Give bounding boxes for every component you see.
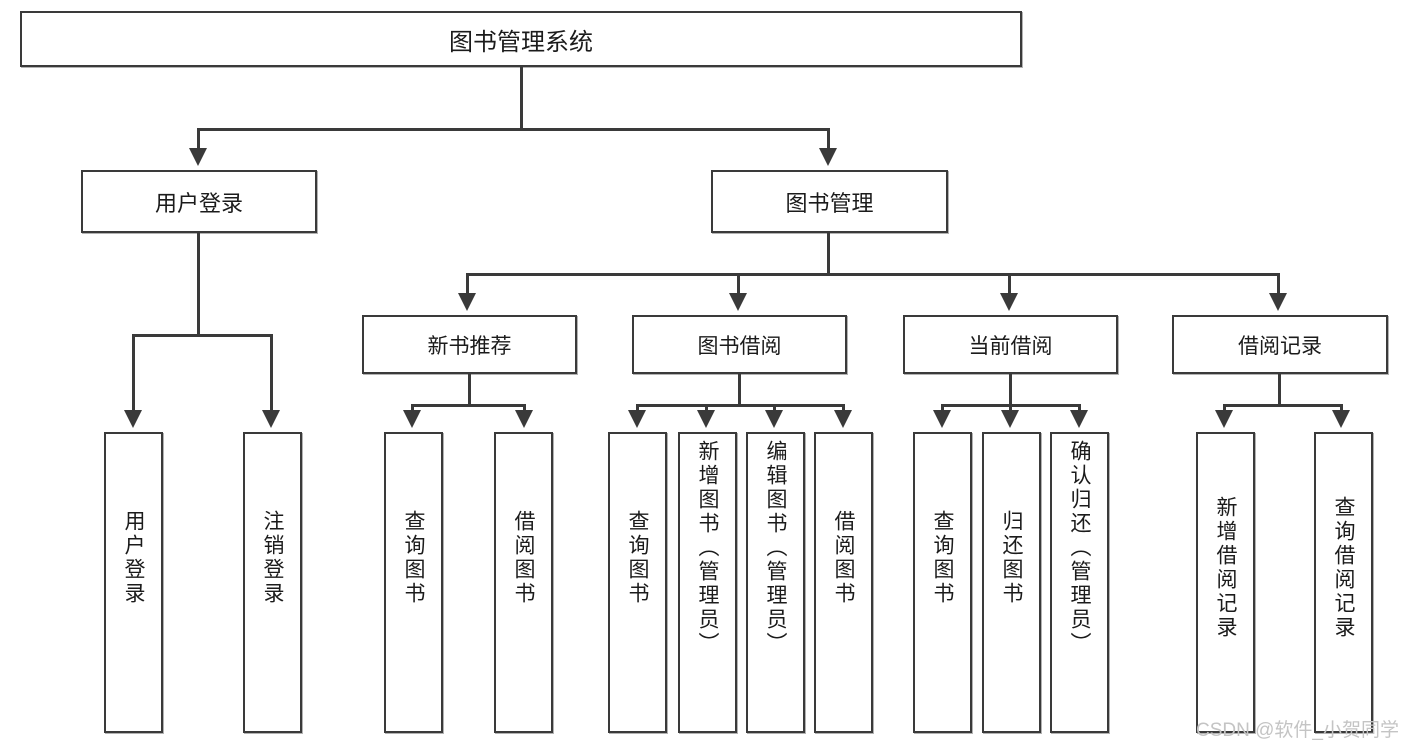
leaf-user-login-logout[interactable]: 注销登录 xyxy=(243,432,302,733)
arrow-book-mgmt-to-current xyxy=(1000,293,1018,311)
connector-root-to-user-login xyxy=(197,128,200,150)
leaf-book-borrow-edit[interactable]: 编辑图书（管理员） xyxy=(746,432,805,733)
connector-new-book-to-leaf-1 xyxy=(411,404,414,412)
connector-current-borrow-stem xyxy=(1009,374,1012,406)
connector-current-borrow-to-leaf-2 xyxy=(1009,404,1012,412)
node-borrow-record[interactable]: 借阅记录 xyxy=(1172,315,1388,374)
connector-new-book-to-leaf-2 xyxy=(523,404,526,412)
arrow-current-borrow-to-leaf-2 xyxy=(1001,410,1019,428)
connector-user-login-to-leaf-2 xyxy=(270,334,273,412)
leaf-new-book-query[interactable]: 查询图书 xyxy=(384,432,443,733)
node-book-management[interactable]: 图书管理 xyxy=(711,170,948,233)
arrow-book-mgmt-to-borrow xyxy=(729,293,747,311)
leaf-current-borrow-query[interactable]: 查询图书 xyxy=(913,432,972,733)
node-label: 编辑图书（管理员） xyxy=(764,440,787,656)
node-label: 查询图书 xyxy=(402,510,425,606)
node-user-login[interactable]: 用户登录 xyxy=(81,170,317,233)
connector-user-login-stem xyxy=(197,233,200,336)
connector-book-mgmt-bus xyxy=(466,273,1280,276)
connector-book-borrow-to-leaf-1 xyxy=(636,404,639,412)
connector-borrow-record-stem xyxy=(1278,374,1281,406)
node-label: 新增借阅记录 xyxy=(1214,496,1237,640)
connector-new-book-stem xyxy=(468,374,471,406)
leaf-user-login-login[interactable]: 用户登录 xyxy=(104,432,163,733)
arrow-book-mgmt-to-record xyxy=(1269,293,1287,311)
arrow-user-login-to-leaf-2 xyxy=(262,410,280,428)
node-label: 借阅记录 xyxy=(1238,334,1322,358)
arrow-book-borrow-to-leaf-4 xyxy=(834,410,852,428)
connector-book-mgmt-to-new-book xyxy=(466,273,469,295)
connector-borrow-record-to-leaf-1 xyxy=(1223,404,1226,412)
connector-book-borrow-stem xyxy=(738,374,741,406)
connector-user-login-to-leaf-1 xyxy=(132,334,135,412)
node-label: 新增图书（管理员） xyxy=(696,440,719,656)
arrow-current-borrow-to-leaf-3 xyxy=(1070,410,1088,428)
connector-book-borrow-to-leaf-3 xyxy=(773,404,776,412)
node-label: 查询图书 xyxy=(931,510,954,606)
connector-borrow-record-to-leaf-2 xyxy=(1340,404,1343,412)
node-book-borrow[interactable]: 图书借阅 xyxy=(632,315,847,374)
connector-borrow-record-bus xyxy=(1223,404,1341,407)
node-label: 注销登录 xyxy=(261,510,284,606)
node-label: 新书推荐 xyxy=(427,334,512,358)
node-label: 图书管理系统 xyxy=(449,28,593,56)
arrow-borrow-record-to-leaf-1 xyxy=(1215,410,1233,428)
node-label: 借阅图书 xyxy=(512,510,535,606)
connector-book-borrow-to-leaf-2 xyxy=(705,404,708,412)
leaf-book-borrow-query[interactable]: 查询图书 xyxy=(608,432,667,733)
connector-book-mgmt-to-current xyxy=(1008,273,1011,295)
leaf-current-borrow-confirm[interactable]: 确认归还（管理员） xyxy=(1050,432,1109,733)
connector-book-borrow-to-leaf-4 xyxy=(842,404,845,412)
arrow-book-borrow-to-leaf-2 xyxy=(697,410,715,428)
node-label: 图书借阅 xyxy=(697,334,782,358)
node-label: 当前借阅 xyxy=(968,334,1053,358)
arrow-book-borrow-to-leaf-3 xyxy=(765,410,783,428)
connector-user-login-bus xyxy=(132,334,272,337)
leaf-book-borrow-add[interactable]: 新增图书（管理员） xyxy=(678,432,737,733)
arrow-root-to-user-login xyxy=(189,148,207,166)
connector-book-mgmt-to-borrow xyxy=(737,273,740,295)
node-root-system[interactable]: 图书管理系统 xyxy=(20,11,1022,67)
node-label: 确认归还（管理员） xyxy=(1068,440,1091,656)
node-label: 归还图书 xyxy=(1000,510,1023,606)
node-label: 查询图书 xyxy=(626,510,649,606)
node-label: 用户登录 xyxy=(122,510,145,606)
connector-root-to-book-mgmt xyxy=(827,128,830,150)
arrow-book-borrow-to-leaf-1 xyxy=(628,410,646,428)
arrow-borrow-record-to-leaf-2 xyxy=(1332,410,1350,428)
leaf-new-book-borrow[interactable]: 借阅图书 xyxy=(494,432,553,733)
node-current-borrow[interactable]: 当前借阅 xyxy=(903,315,1118,374)
arrow-new-book-to-leaf-1 xyxy=(403,410,421,428)
leaf-borrow-record-query[interactable]: 查询借阅记录 xyxy=(1314,432,1373,733)
connector-root-bus xyxy=(197,128,829,131)
node-label: 查询借阅记录 xyxy=(1332,496,1355,640)
connector-book-mgmt-stem xyxy=(827,233,830,275)
leaf-current-borrow-return[interactable]: 归还图书 xyxy=(982,432,1041,733)
node-label: 用户登录 xyxy=(154,190,243,216)
connector-current-borrow-to-leaf-3 xyxy=(1078,404,1081,412)
arrow-new-book-to-leaf-2 xyxy=(515,410,533,428)
connector-current-borrow-to-leaf-1 xyxy=(941,404,944,412)
leaf-book-borrow-borrow[interactable]: 借阅图书 xyxy=(814,432,873,733)
node-label: 图书管理 xyxy=(785,190,874,216)
arrow-root-to-book-mgmt xyxy=(819,148,837,166)
leaf-borrow-record-add[interactable]: 新增借阅记录 xyxy=(1196,432,1255,733)
arrow-book-mgmt-to-new-book xyxy=(458,293,476,311)
connector-book-borrow-bus xyxy=(636,404,844,407)
connector-root-stem xyxy=(520,67,523,129)
arrow-user-login-to-leaf-1 xyxy=(124,410,142,428)
node-new-book-recommend[interactable]: 新书推荐 xyxy=(362,315,577,374)
connector-book-mgmt-to-record xyxy=(1277,273,1280,295)
node-label: 借阅图书 xyxy=(832,510,855,606)
arrow-current-borrow-to-leaf-1 xyxy=(933,410,951,428)
connector-new-book-bus xyxy=(411,404,525,407)
